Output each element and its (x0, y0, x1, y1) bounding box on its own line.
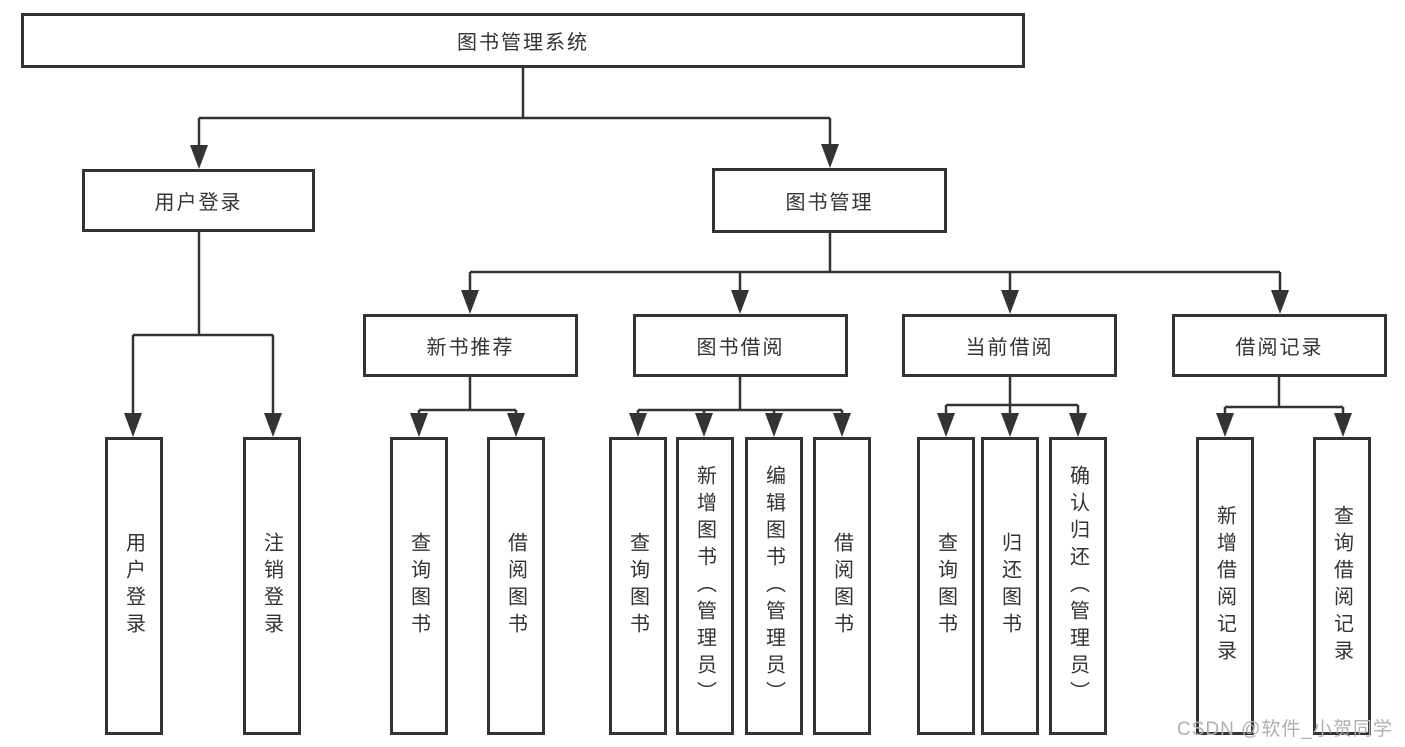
leaf-borrow-books: 借阅图书 (813, 437, 871, 735)
arrowhead-icon (124, 413, 142, 437)
arrowhead-icon (1001, 413, 1019, 437)
arrowhead-icon (937, 413, 955, 437)
leaf-add-books-admin: 新增图书（管理员） (676, 437, 734, 735)
node-borrow-record-label: 借阅记录 (1235, 337, 1324, 359)
node-new-book-recommend-label: 新书推荐 (426, 337, 515, 359)
leaf-logout-label: 注销登录 (260, 532, 283, 640)
arrowhead-icon (1069, 413, 1087, 437)
arrowhead-icon (264, 413, 282, 437)
arrowhead-icon (1216, 413, 1234, 437)
node-user-login-label: 用户登录 (154, 192, 243, 214)
arrowhead-icon (821, 144, 839, 168)
node-user-login: 用户登录 (82, 169, 315, 232)
arrowhead-icon (765, 413, 783, 437)
leaf-borrow-books-recommend: 借阅图书 (487, 437, 545, 735)
arrowhead-icon (507, 413, 525, 437)
leaf-edit-books-admin: 编辑图书（管理员） (745, 437, 803, 735)
arrowhead-icon (629, 413, 647, 437)
leaf-return-books-label: 归还图书 (998, 532, 1021, 640)
leaf-confirm-return-admin: 确认归还（管理员） (1049, 437, 1107, 735)
leaf-query-borrow-record: 查询借阅记录 (1313, 437, 1371, 735)
node-root-label: 图书管理系统 (457, 32, 589, 54)
arrowhead-icon (731, 290, 749, 314)
node-book-management-label: 图书管理 (785, 192, 874, 214)
leaf-add-borrow-record-label: 新增借阅记录 (1213, 505, 1236, 667)
node-new-book-recommend: 新书推荐 (363, 314, 578, 377)
node-current-borrow-label: 当前借阅 (965, 337, 1054, 359)
leaf-user-login-label: 用户登录 (122, 532, 145, 640)
leaf-logout: 注销登录 (243, 437, 301, 735)
arrowhead-icon (190, 145, 208, 169)
arrowhead-icon (695, 413, 713, 437)
leaf-query-books-borrow: 查询图书 (609, 437, 667, 735)
leaf-confirm-return-admin-label: 确认归还（管理员） (1066, 464, 1089, 708)
leaf-add-borrow-record: 新增借阅记录 (1196, 437, 1254, 735)
leaf-query-books-current-label: 查询图书 (934, 532, 957, 640)
node-borrow-record: 借阅记录 (1172, 314, 1387, 377)
arrowhead-icon (1001, 290, 1019, 314)
leaf-query-books-recommend: 查询图书 (390, 437, 448, 735)
node-book-management: 图书管理 (712, 168, 947, 233)
leaf-user-login: 用户登录 (105, 437, 163, 735)
leaf-query-borrow-record-label: 查询借阅记录 (1330, 505, 1353, 667)
arrowhead-icon (410, 413, 428, 437)
watermark: CSDN @软件_小贺同学 (1177, 719, 1393, 740)
node-book-borrow-label: 图书借阅 (696, 337, 785, 359)
arrowhead-icon (833, 413, 851, 437)
leaf-borrow-books-label: 借阅图书 (830, 532, 853, 640)
leaf-query-books-recommend-label: 查询图书 (407, 532, 430, 640)
arrowhead-icon (1334, 413, 1352, 437)
leaf-borrow-books-recommend-label: 借阅图书 (504, 532, 527, 640)
node-root: 图书管理系统 (21, 13, 1025, 68)
leaf-query-books-current: 查询图书 (917, 437, 975, 735)
node-book-borrow: 图书借阅 (633, 314, 848, 377)
arrowhead-icon (461, 290, 479, 314)
node-current-borrow: 当前借阅 (902, 314, 1117, 377)
leaf-return-books: 归还图书 (981, 437, 1039, 735)
leaf-query-books-borrow-label: 查询图书 (626, 532, 649, 640)
arrowhead-icon (1271, 290, 1289, 314)
leaf-edit-books-admin-label: 编辑图书（管理员） (762, 464, 785, 708)
leaf-add-books-admin-label: 新增图书（管理员） (693, 464, 716, 708)
